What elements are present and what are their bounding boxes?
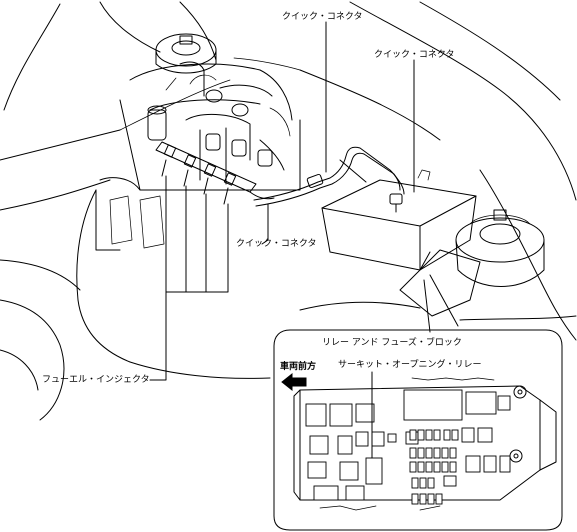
mini-fuse <box>411 477 419 489</box>
mini-fuse <box>443 429 451 441</box>
mini-fuse <box>427 477 435 489</box>
left-strut-tower <box>155 33 217 74</box>
relay-fuse-block-detail <box>293 377 557 511</box>
fuel-rail <box>155 141 275 205</box>
mini-fuse <box>425 429 433 441</box>
mini-fuse <box>449 447 457 459</box>
mini-fuse <box>441 447 449 459</box>
mini-fuse <box>411 493 419 505</box>
mini-fuse <box>433 429 441 441</box>
circuit-opening-relay <box>365 457 383 485</box>
quick-connector-middle-label: クイック・コネクタ <box>236 239 317 249</box>
quick-connector-right-label: クイック・コネクタ <box>374 50 455 60</box>
mini-fuse <box>409 447 417 459</box>
mini-fuse <box>433 447 441 459</box>
mini-fuse <box>441 461 449 473</box>
right-strut-tower <box>455 209 545 287</box>
mini-fuse <box>433 461 441 473</box>
mini-fuse <box>435 493 443 505</box>
engine-block <box>95 61 301 251</box>
mini-fuse <box>425 447 433 459</box>
mini-fuse <box>451 429 459 441</box>
detail-callout <box>273 329 563 531</box>
relay-fuse-block-location <box>399 249 481 333</box>
fuel-injector-label: フューエル・インジェクタ <box>42 375 150 385</box>
vehicle-front-label: 車両前方 <box>280 362 317 372</box>
circuit-opening-relay-label: サーキット・オープニング・リレー <box>338 360 482 370</box>
leader-lines <box>149 21 415 381</box>
quick-connector-top-label: クイック・コネクタ <box>282 12 363 22</box>
mini-fuse <box>409 461 417 473</box>
mini-fuse <box>417 429 425 441</box>
vehicle-front-arrow-icon <box>281 372 307 392</box>
mini-fuse <box>427 493 435 505</box>
mini-fuse <box>409 429 417 441</box>
mini-fuse <box>419 493 427 505</box>
mini-fuse <box>419 477 427 489</box>
fuel-lines <box>253 146 405 213</box>
mini-fuse <box>417 461 425 473</box>
mini-fuse <box>417 447 425 459</box>
mini-fuse-rows <box>409 429 459 505</box>
mini-fuse <box>449 461 457 473</box>
relay-fuse-block-label: リレー アンド フューズ・ブロック <box>322 338 462 348</box>
vehicle-body-outline <box>0 1 577 421</box>
battery <box>321 169 477 271</box>
mini-fuse <box>425 461 433 473</box>
